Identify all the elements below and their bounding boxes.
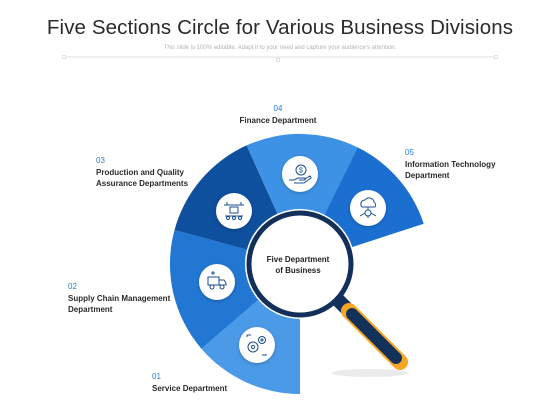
svg-text:$: $ [299,168,303,175]
section-4-label: 04 Finance Department [230,103,326,126]
section-2-number: 02 [68,282,77,291]
section-3-label: 03 Production and Quality Assurance Depa… [96,155,196,189]
section-2-label: 02 Supply Chain Management Department [68,281,178,315]
page-subtitle: This slide is 100% editable. Adapt it to… [163,45,397,51]
icon-badge-2 [199,264,235,300]
icon-badge-1 [239,327,275,363]
icon-badge-3 [216,193,252,229]
section-5-text: Information Technology Department [405,160,496,180]
page-title: Five Sections Circle for Various Busines… [46,16,514,39]
section-4-number: 04 [273,104,283,113]
section-1-text: Service Department [152,384,228,393]
section-4-text: Finance Department [239,116,317,125]
section-3-number: 03 [96,156,105,165]
money-hand-icon: $ [289,164,312,184]
section-5-number: 05 [405,148,414,157]
cloud-network-icon [359,197,377,218]
center-label: Five Department of Business [266,255,330,275]
magnifier-handle [332,295,408,377]
gears-icon [246,334,267,356]
section-3-text: Production and Quality Assurance Departm… [96,168,189,188]
magnifier-lens-ring [246,210,354,318]
conveyor-icon [224,202,244,220]
title-divider [61,54,499,63]
section-5-label: 05 Information Technology Department [405,147,505,181]
section-1-label: 01 Service Department [152,371,227,394]
icon-badge-4 [282,156,318,192]
section-1-number: 01 [152,372,161,381]
section-2-text: Supply Chain Management Department [68,294,171,314]
truck-icon [207,271,227,290]
